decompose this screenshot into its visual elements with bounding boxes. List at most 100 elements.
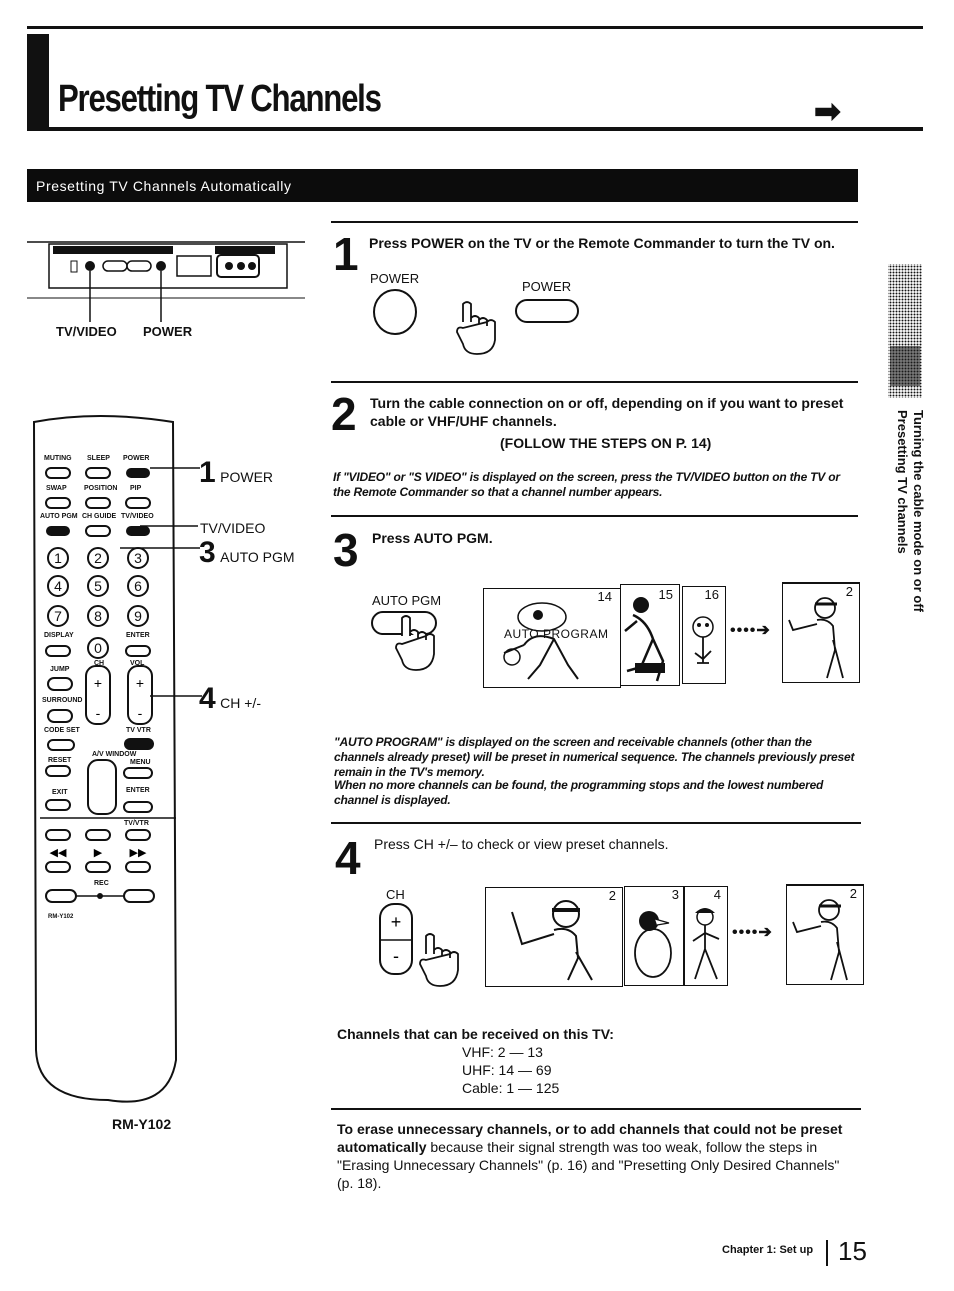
- remote-callout-ch: 4 CH +/-: [199, 682, 261, 716]
- flower-character-illustration: [692, 616, 714, 664]
- remote-button-label-chguide: CH GUIDE: [82, 513, 117, 520]
- step2-follow: (FOLLOW THE STEPS ON P. 14): [500, 435, 712, 451]
- callout-number-3: 3: [199, 536, 216, 569]
- svg-text:0: 0: [94, 640, 102, 656]
- erase-note-rule: [331, 1108, 861, 1110]
- panel-label-power: POWER: [143, 324, 193, 339]
- svg-text:2: 2: [94, 550, 102, 566]
- side-tab-line1: Turning the cable mode on or off: [911, 410, 926, 612]
- remote-model-imprint: RM-Y102: [48, 914, 74, 920]
- remote-button-label-vol: VOL: [130, 660, 145, 667]
- step4-screen-2-repeat: 2: [786, 884, 864, 985]
- channels-vhf: VHF: 2 — 13: [462, 1044, 543, 1060]
- remote-callout-power: 1 POWER: [199, 456, 273, 490]
- autopgm-button-press-icon: [371, 611, 437, 671]
- step2-note: If "VIDEO" or "S VIDEO" is displayed on …: [333, 470, 840, 499]
- side-tab-line2: Presetting TV channels: [895, 410, 910, 554]
- step4-progress-arrow-icon: ••••➔: [732, 924, 773, 941]
- channels-uhf: UHF: 14 — 69: [462, 1062, 552, 1078]
- callout-number-4: 4: [199, 682, 216, 715]
- baseball-batter-illustration: [788, 597, 844, 679]
- svg-text:+: +: [94, 675, 102, 691]
- svg-text:5: 5: [94, 578, 102, 594]
- section-title: Presetting TV Channels Automatically: [36, 178, 292, 194]
- remote-button-label-sleep: SLEEP: [87, 455, 110, 462]
- side-tab-halftone-graphic: [888, 264, 922, 398]
- svg-text:3: 3: [134, 550, 142, 566]
- step3-progress-arrow-icon: ••••➔: [730, 622, 771, 639]
- step4-channel-2: 2: [608, 888, 616, 903]
- woman-figure-illustration: [692, 908, 720, 980]
- remote-button-label-muting: MUTING: [44, 455, 72, 462]
- football-player-illustration: [624, 597, 665, 682]
- remote-callout-tvvideo: TV/VIDEO: [200, 520, 266, 536]
- step3-channel-2: 2: [845, 584, 853, 599]
- step3-channel-14: 14: [597, 589, 612, 604]
- title-block-bar: [27, 34, 49, 130]
- power-button-icon: [373, 289, 417, 335]
- svg-text:-: -: [393, 946, 399, 966]
- svg-text:6: 6: [134, 578, 142, 594]
- svg-text:+: +: [391, 912, 402, 932]
- step4-rule: [331, 822, 861, 824]
- step1-label-tv-power: POWER: [370, 271, 420, 286]
- step3-screen-14: 14 AUTO PROGRAM: [483, 588, 621, 688]
- remote-button-label-pip: PIP: [130, 485, 142, 492]
- remote-button-label-tvvtr2: TV/VTR: [124, 820, 149, 827]
- step3-screen-2: 2: [782, 582, 860, 683]
- step1-label-remote-power: POWER: [522, 279, 572, 294]
- remote-button-label-enter: ENTER: [126, 632, 150, 639]
- step4-screen-2-repeat-top-edge: [787, 884, 863, 886]
- channels-heading: Channels that can be received on this TV…: [337, 1026, 614, 1042]
- continue-arrow-icon: ➡: [814, 93, 841, 129]
- remote-button-label-exit: EXIT: [52, 789, 68, 796]
- svg-text:4: 4: [54, 578, 62, 594]
- header-bottom-rule: [27, 127, 923, 131]
- remote-button-label-surround: SURROUND: [42, 697, 83, 704]
- callout-label-ch: CH +/-: [220, 695, 261, 711]
- remote-button-label-autopgm: AUTO PGM: [40, 513, 78, 520]
- step4-screen-2: 2: [485, 887, 623, 987]
- remote-model-label: RM-Y102: [112, 1116, 172, 1132]
- step4-number: 4: [335, 832, 361, 884]
- erase-note: To erase unnecessary channels, or to add…: [337, 1120, 857, 1192]
- step4-channel-4: 4: [713, 887, 721, 902]
- robot-figure-illustration: [503, 602, 579, 680]
- step3-rule: [331, 515, 858, 517]
- step3-number: 3: [333, 524, 359, 576]
- step4-screen-4: 4: [684, 886, 728, 986]
- step1-number: 1: [333, 228, 359, 280]
- section-bar: Presetting TV Channels Automatically: [27, 169, 858, 202]
- step3-screen-2-top-edge: [783, 582, 859, 584]
- remote-button-label-tvvtr: TV VTR: [126, 727, 151, 734]
- ch-button-press-icon: + -: [379, 903, 459, 987]
- remote-callout-lines: [120, 467, 202, 697]
- remote-power-button-icon: [515, 299, 579, 323]
- remote-button-label-power: POWER: [123, 455, 150, 462]
- channels-cable: Cable: 1 — 125: [462, 1080, 560, 1096]
- remote-button-label-enter2: ENTER: [126, 787, 150, 794]
- svg-text:9: 9: [134, 608, 142, 624]
- side-tab: Turning the cable mode on or off Presett…: [886, 410, 926, 620]
- step1-rule: [331, 221, 858, 223]
- remote-button-label-tvvideo: TV/VIDEO: [121, 513, 154, 520]
- svg-text:▶▶: ▶▶: [130, 847, 147, 859]
- svg-text:1: 1: [54, 550, 62, 566]
- panel-label-tvvideo: TV/VIDEO: [56, 324, 117, 339]
- step4-channel-2-repeat: 2: [849, 886, 857, 901]
- erase-note-bold: To erase unnecessary channels, or to add…: [337, 1121, 843, 1155]
- pressing-hand-icon: [456, 301, 496, 355]
- step2-text: Turn the cable connection on or off, dep…: [370, 395, 844, 429]
- step3-button-label: AUTO PGM: [372, 593, 442, 608]
- tv-front-panel-illustration: [27, 241, 305, 322]
- baseball-batter-large-illustration: [511, 900, 593, 981]
- callout-label-power: POWER: [220, 469, 274, 485]
- step3-note-1: "AUTO PROGRAM" is displayed on the scree…: [334, 735, 855, 779]
- page-title: Presetting TV Channels: [58, 78, 382, 120]
- remote-button-label-position: POSITION: [84, 485, 118, 492]
- svg-text:◀◀: ◀◀: [50, 847, 67, 859]
- step4-screen-3: 3: [624, 886, 684, 986]
- auto-program-onscreen-text: AUTO PROGRAM: [504, 627, 609, 641]
- remote-button-label-menu: MENU: [130, 759, 151, 766]
